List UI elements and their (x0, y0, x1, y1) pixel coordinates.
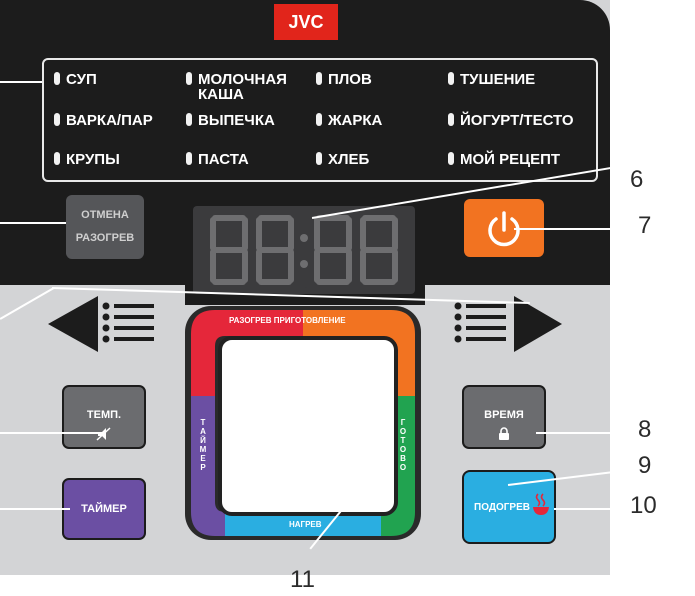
program-label: КРУПЫ (66, 151, 120, 168)
display-value: 88:88 (305, 287, 308, 289)
cancel-label: ОТМЕНА (81, 209, 129, 221)
callout-line (514, 228, 630, 230)
callout-10: 10 (630, 492, 657, 519)
program-milk-porridge[interactable]: МОЛОЧНАЯ КАША (186, 72, 306, 102)
callout-line (0, 432, 100, 434)
program-my-recipe[interactable]: МОЙ РЕЦЕПТ (448, 152, 560, 167)
indicator-led (316, 72, 322, 85)
program-label: ПАСТА (198, 151, 249, 168)
callout-line (554, 508, 630, 510)
program-stew[interactable]: ТУШЕНИЕ (448, 72, 535, 87)
callout-9: 9 (638, 452, 652, 479)
callout-8: 8 (638, 416, 652, 443)
keep-warm-button[interactable]: ПОДОГРЕВ (462, 470, 556, 544)
ring-label-bottom: НАГРЕВ (289, 520, 322, 529)
indicator-led (316, 152, 322, 165)
indicator-led (448, 113, 454, 126)
callout-11: 11 (290, 566, 315, 593)
arrow-right-button[interactable] (448, 292, 568, 356)
program-label: СУП (66, 71, 97, 88)
program-pilaf[interactable]: ПЛОВ (316, 72, 372, 87)
indicator-led (54, 72, 60, 85)
callout-line (0, 508, 70, 510)
program-bread[interactable]: ХЛЕБ (316, 152, 369, 167)
indicator-led (186, 113, 192, 126)
ring-label-left: ТАЙМЕР (199, 418, 207, 472)
digital-display: 88:88 (193, 206, 415, 294)
program-label: ВАРКА/ПАР (66, 112, 153, 129)
power-icon (488, 211, 520, 247)
program-label: МОЛОЧНАЯ КАША (198, 71, 287, 103)
lock-icon (499, 427, 509, 440)
mute-icon (96, 427, 111, 441)
arrow-right-icon (514, 296, 562, 352)
program-pasta[interactable]: ПАСТА (186, 152, 249, 167)
program-menu: СУП МОЛОЧНАЯ КАША ПЛОВ ТУШЕНИЕ ВАРКА/ПАР… (42, 58, 598, 182)
brand-logo: JVC (274, 4, 338, 40)
timer-button[interactable]: ТАЙМЕР (62, 478, 146, 540)
program-label: ПЛОВ (328, 71, 372, 88)
ring-label-right: ГОТОВО (399, 418, 407, 472)
program-steam[interactable]: ВАРКА/ПАР (54, 113, 153, 128)
callout-line (0, 81, 42, 83)
callout-7: 7 (638, 212, 652, 239)
temperature-button[interactable]: ТЕМП. (62, 385, 146, 449)
program-baking[interactable]: ВЫПЕЧКА (186, 113, 275, 128)
indicator-led (54, 152, 60, 165)
steam-bowl-icon (533, 493, 549, 515)
reheat-label: РАЗОГРЕВ (75, 232, 135, 244)
temperature-label: ТЕМП. (86, 409, 122, 421)
indicator-led (316, 113, 322, 126)
status-ring-segments (191, 310, 415, 536)
center-screen (218, 336, 398, 516)
program-label: ЖАРКА (328, 112, 383, 129)
program-soup[interactable]: СУП (54, 72, 97, 87)
indicator-led (448, 152, 454, 165)
callout-line (0, 222, 66, 224)
keep-warm-label: ПОДОГРЕВ (474, 502, 530, 513)
program-label: ТУШЕНИЕ (460, 71, 536, 88)
indicator-led (186, 72, 192, 85)
indicator-led (54, 113, 60, 126)
arrow-left-icon (48, 296, 98, 352)
program-label: ВЫПЕЧКА (198, 112, 275, 129)
display-digits: 88:88 (210, 215, 398, 289)
indicator-led (186, 152, 192, 165)
program-label: ХЛЕБ (328, 151, 370, 168)
time-button[interactable]: ВРЕМЯ (462, 385, 546, 449)
callout-line (536, 432, 630, 434)
program-grains[interactable]: КРУПЫ (54, 152, 120, 167)
ring-label-top: РАЗОГРЕВ ПРИГОТОВЛЕНИЕ (229, 316, 346, 325)
arrow-left-button[interactable] (42, 292, 162, 356)
program-yogurt[interactable]: ЙОГУРТ/ТЕСТО (448, 113, 574, 128)
cancel-reheat-button[interactable]: ОТМЕНА РАЗОГРЕВ (66, 195, 144, 259)
program-label: МОЙ РЕЦЕПТ (460, 151, 561, 168)
time-label: ВРЕМЯ (484, 409, 524, 421)
callout-6: 6 (630, 166, 644, 193)
indicator-led (448, 72, 454, 85)
program-label: ЙОГУРТ/ТЕСТО (460, 112, 574, 129)
program-frying[interactable]: ЖАРКА (316, 113, 382, 128)
